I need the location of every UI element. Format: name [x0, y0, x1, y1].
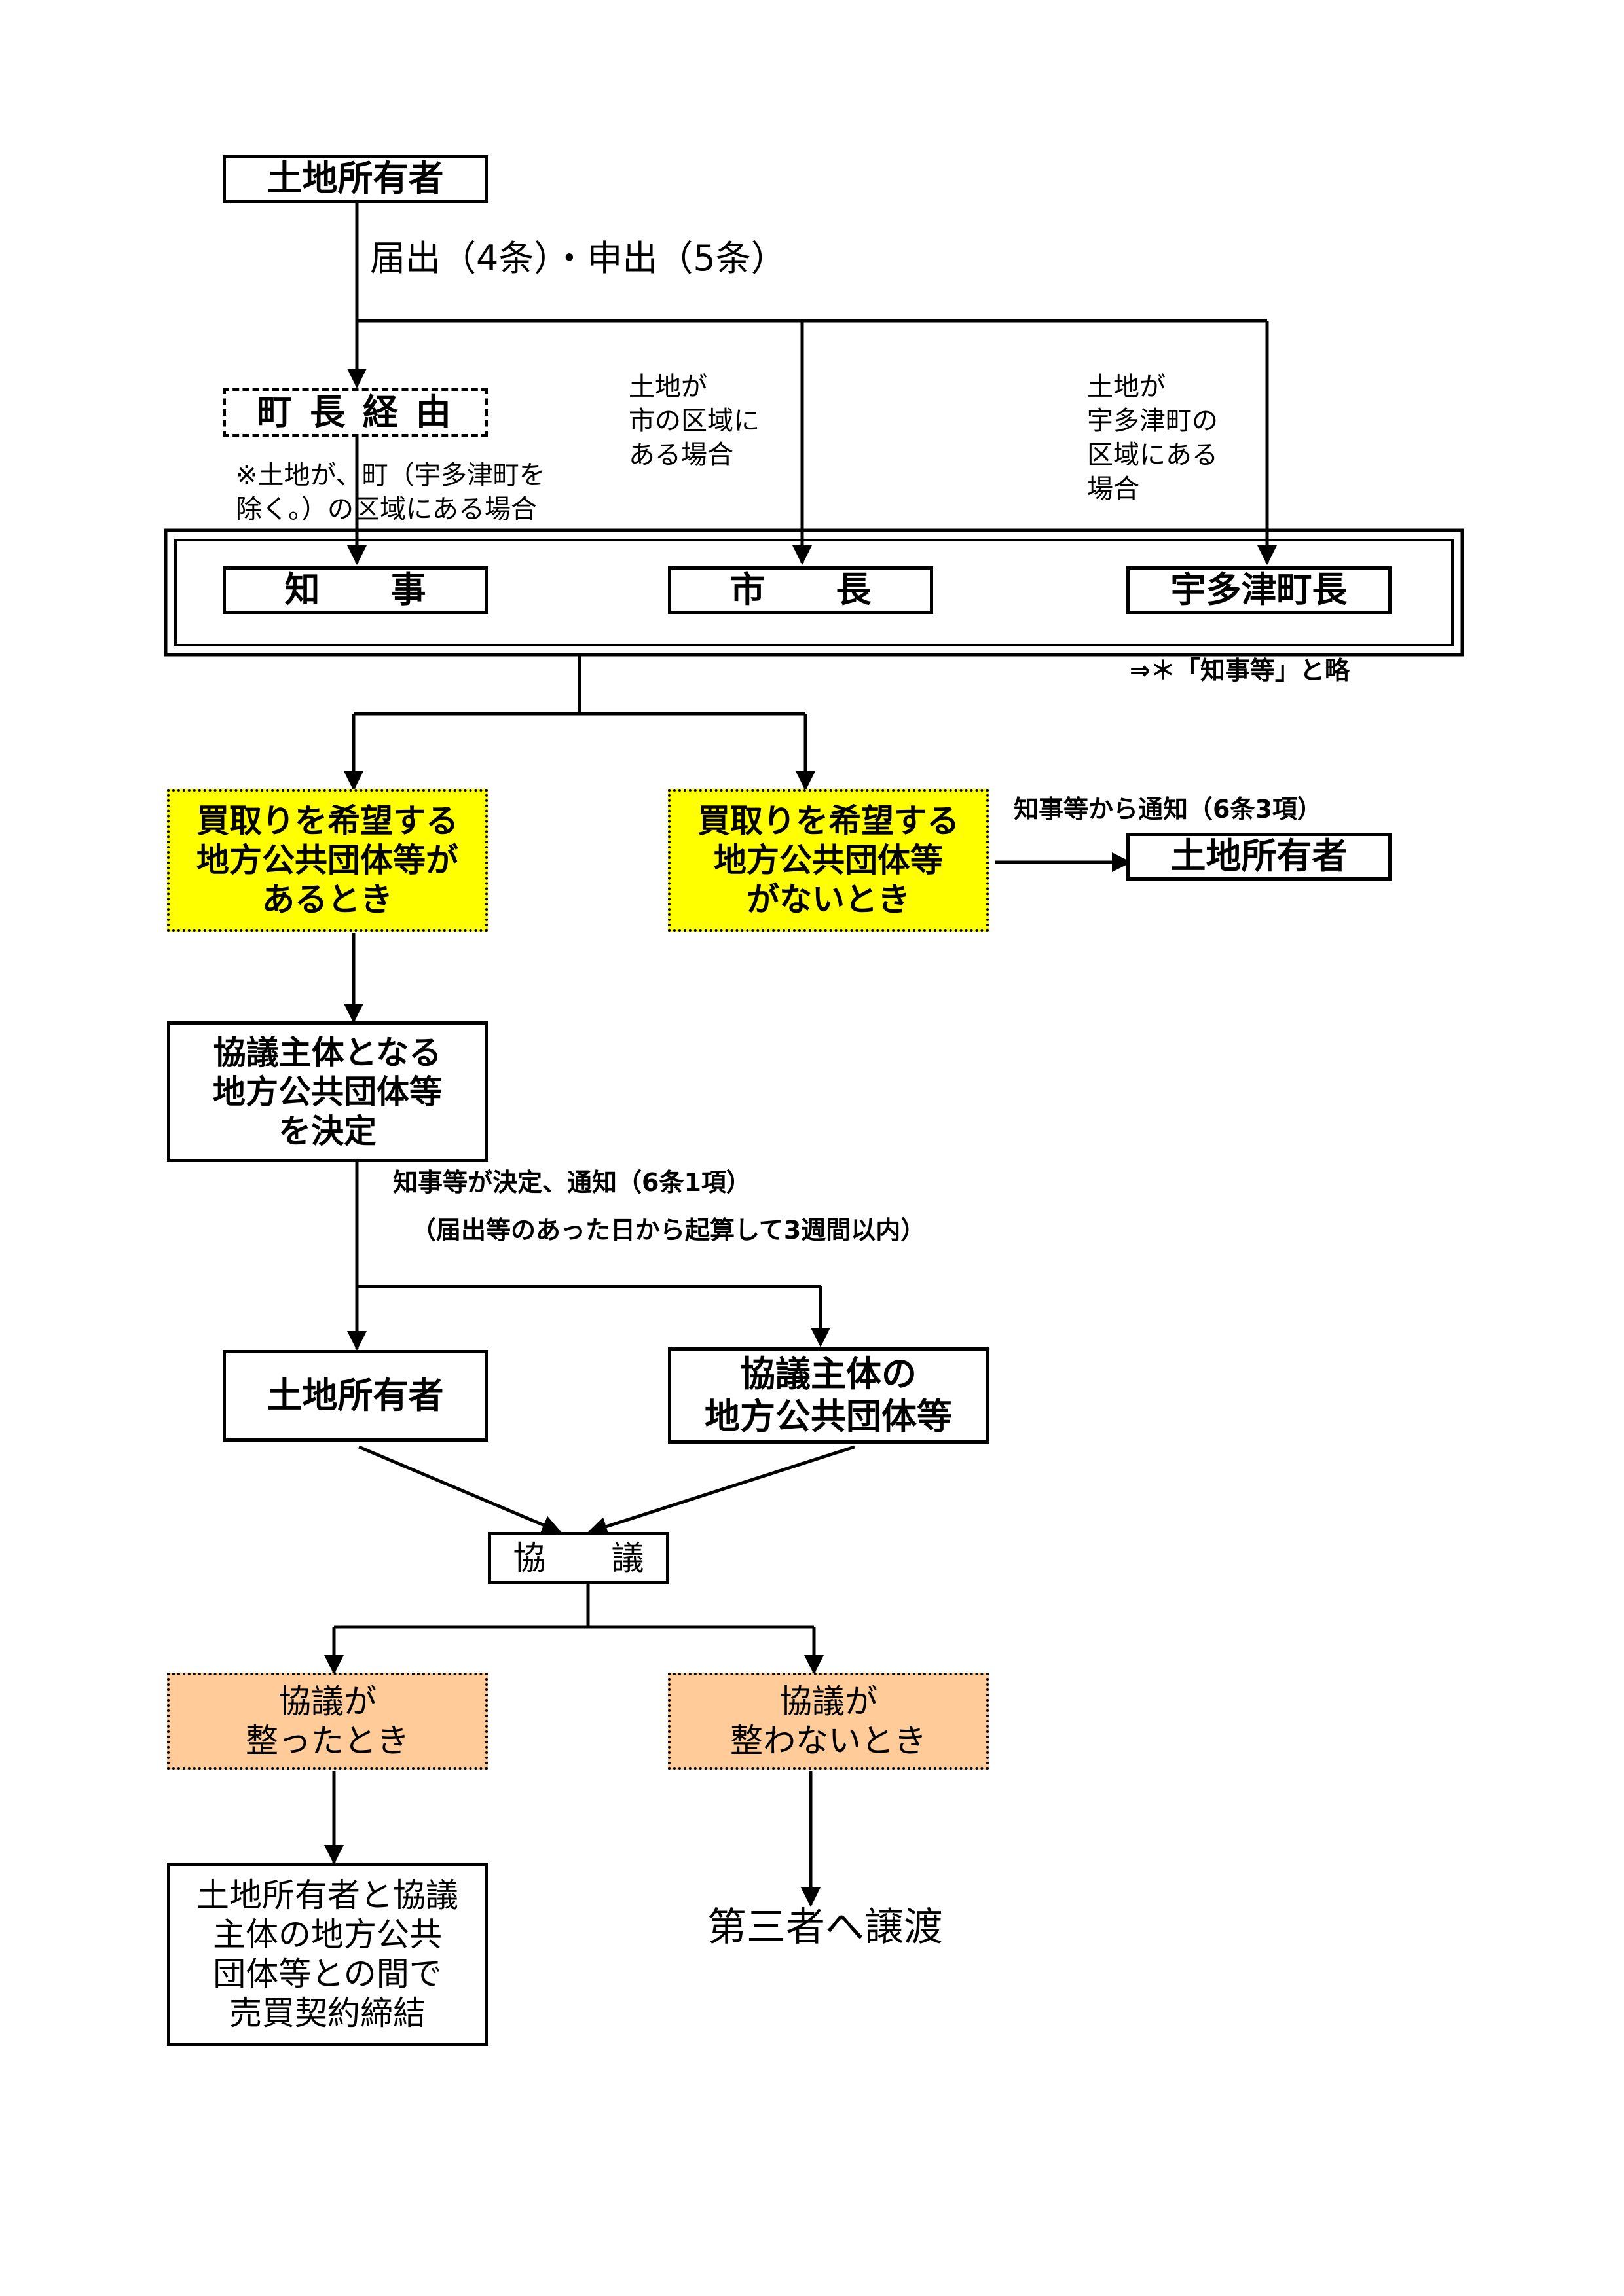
buyer-exists-box: 買取りを希望する 地方公共団体等が あるとき [167, 789, 488, 932]
decide-consulting-body-box: 協議主体となる 地方公共団体等 を決定 [167, 1021, 488, 1162]
notice-6-1-label: 知事等が決定、通知（6条1項） [393, 1168, 751, 1197]
connector [358, 1445, 562, 1535]
not-agreed-box: 協議が 整わないとき [668, 1673, 989, 1770]
city-mayor-box: 市 長 [668, 566, 933, 614]
notification-label: 届出（4条）・申出（5条） [370, 238, 786, 279]
connector [587, 1445, 855, 1537]
buyer-none-box: 買取りを希望する 地方公共団体等 がないとき [668, 789, 989, 932]
city-area-condition: 土地が 市の区域に ある場合 [629, 372, 760, 470]
town-area-note: ※土地が、町（宇多津町を 除く。）の区域にある場合 [236, 460, 545, 524]
governor-box: 知 事 [223, 566, 488, 614]
authority-frame-inner [174, 539, 1454, 646]
land-owner-notified: 土地所有者 [1126, 833, 1392, 881]
authority-frame-outer [164, 528, 1464, 657]
via-town-mayor: 町 長 経 由 [223, 388, 488, 437]
utatsu-mayor-box: 宇多津町長 [1126, 566, 1392, 614]
land-owner-top: 土地所有者 [223, 155, 488, 203]
period-label: （届出等のあった日から起算して3週間以内） [411, 1216, 926, 1245]
sales-contract-box: 土地所有者と協議 主体の地方公共 団体等との間で 売買契約締結 [167, 1863, 488, 2046]
notice-6-3-label: 知事等から通知（6条3項） [1014, 795, 1322, 824]
utatsu-area-condition: 土地が 宇多津町の 区域にある 場合 [1087, 372, 1218, 504]
consulting-body-box: 協議主体の 地方公共団体等 [668, 1347, 989, 1444]
consultation-box: 協 議 [488, 1532, 669, 1584]
land-owner-mid: 土地所有者 [223, 1350, 488, 1442]
abbreviation-note: ⇒＊「知事等」と略 [1130, 656, 1350, 685]
agreed-box: 協議が 整ったとき [167, 1673, 488, 1770]
transfer-to-third-party: 第三者へ譲渡 [707, 1904, 943, 1950]
